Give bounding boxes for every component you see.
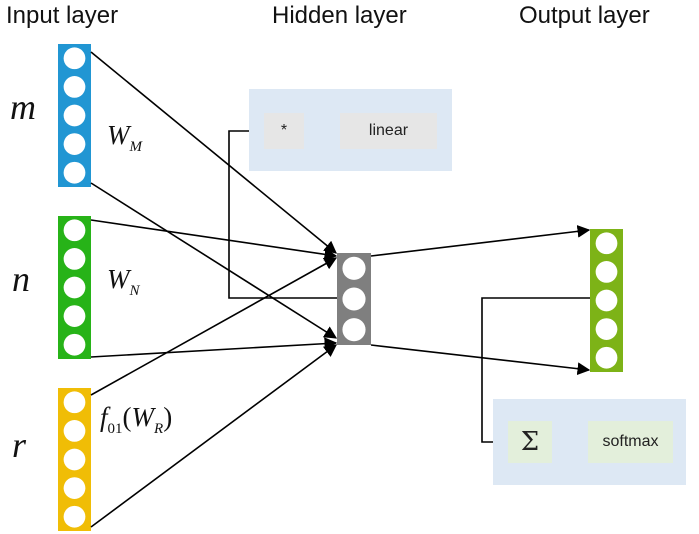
output-layer-node: [595, 261, 618, 283]
input-var-r: r: [12, 425, 27, 465]
input-layer-title: Input layer: [6, 2, 119, 29]
input-layer-r-node: [63, 391, 86, 414]
weight-m-label: WM: [107, 120, 142, 155]
hidden-layer: [337, 253, 371, 345]
output-layer-node: [595, 318, 618, 340]
input-layer-m-node: [63, 76, 86, 98]
input-var-m: m: [10, 87, 36, 127]
input-layer-n-node: [63, 248, 86, 270]
input-layer-n-node: [63, 305, 86, 327]
sum-op-box: Σ: [508, 421, 552, 463]
input-layer-m-node: [63, 104, 86, 127]
multiply-op-box: *: [264, 113, 304, 149]
output-layer-node: [595, 289, 618, 312]
linear-op-box: linear: [340, 113, 437, 149]
output-layer: [590, 229, 623, 372]
input-layer-r: [58, 388, 91, 531]
output-layer-title: Output layer: [519, 2, 650, 29]
hidden-layer-node: [342, 287, 366, 311]
layer-columns: [58, 44, 623, 531]
input-layer-n-node: [63, 219, 86, 242]
input-layer-n: [58, 216, 91, 359]
edge-hidden-to-output-bottom: [370, 344, 591, 376]
hidden-layer-node: [342, 256, 366, 280]
edge-hidden-to-multiply: [228, 124, 337, 299]
edge-m-to-hidden-bottom: [90, 182, 338, 339]
edge-n-to-hidden-top: [90, 219, 338, 261]
input-layer-m: [58, 44, 91, 187]
edge-r-to-hidden-bottom: [90, 344, 338, 528]
input-layer-n-node: [63, 333, 86, 356]
input-layer-n-node: [63, 276, 86, 299]
hidden-layer-title: Hidden layer: [272, 2, 407, 29]
output-layer-node: [595, 232, 618, 255]
weight-n-label: WN: [107, 264, 140, 299]
edge-hidden-to-output-top: [370, 225, 591, 257]
output-layer-node: [595, 346, 618, 369]
input-layer-m-node: [63, 47, 86, 70]
edge-m-to-hidden-top: [90, 51, 337, 254]
edge-n-to-hidden-bottom: [90, 337, 338, 358]
input-layer-r-node: [63, 420, 86, 442]
softmax-op-box: softmax: [588, 421, 673, 463]
edge-r-to-hidden-top: [90, 257, 338, 396]
input-layer-m-node: [63, 161, 86, 184]
input-layer-r-node: [63, 477, 86, 499]
input-var-n: n: [12, 259, 30, 299]
hidden-layer-node: [342, 318, 366, 342]
weight-r-label: f01(WR): [100, 402, 173, 437]
input-layer-m-node: [63, 133, 86, 155]
input-layer-r-node: [63, 505, 86, 528]
input-layer-r-node: [63, 448, 86, 471]
